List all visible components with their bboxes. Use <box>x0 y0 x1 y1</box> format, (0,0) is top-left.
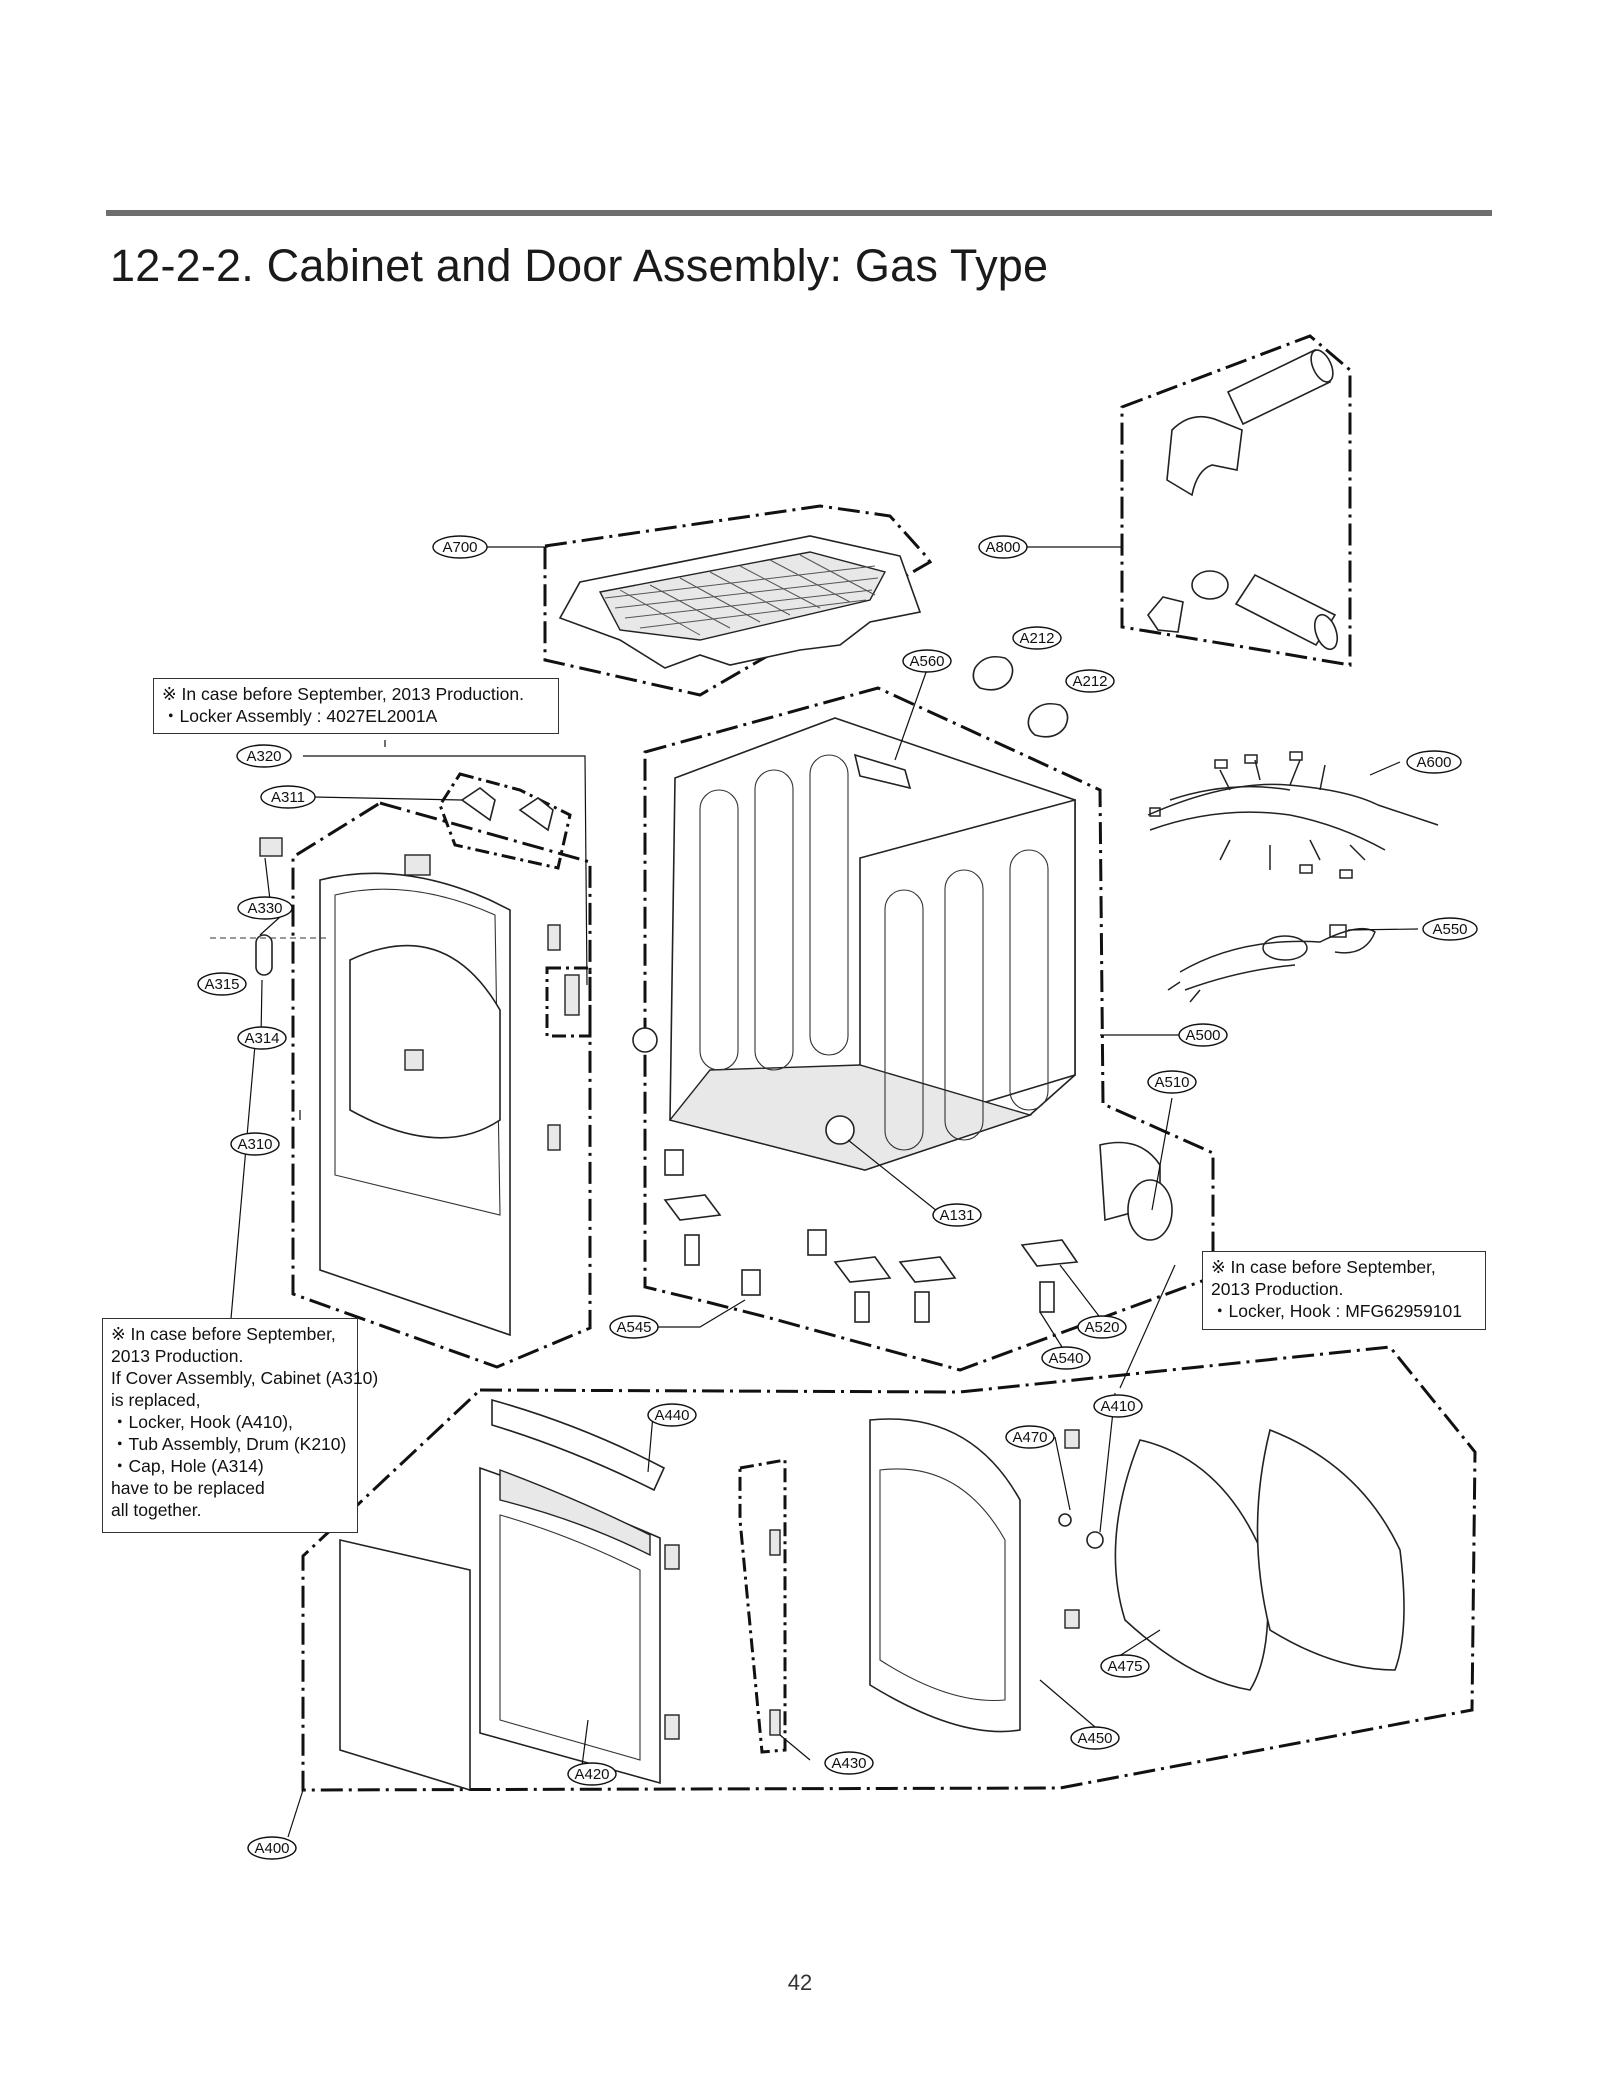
svg-text:A212: A212 <box>1019 630 1054 647</box>
callout-tag-a440: A440 <box>647 1403 697 1427</box>
svg-text:A320: A320 <box>246 748 281 765</box>
callout-tag-a320: A320 <box>236 744 292 768</box>
callout-tag-a410: A410 <box>1093 1394 1143 1418</box>
callout-tag-a311: A311 <box>260 785 316 809</box>
svg-text:A600: A600 <box>1416 754 1451 771</box>
note-line: ・Locker, Hook : MFG62959101 <box>1211 1301 1462 1321</box>
callout-tag-a510: A510 <box>1147 1070 1197 1094</box>
callout-tag-a330: A330 <box>237 896 293 920</box>
front-cabinet-panel <box>210 787 580 1337</box>
note-locker-assembly: ※ In case before September, 2013 Product… <box>153 678 559 734</box>
callout-tag-a700: A700 <box>432 535 488 559</box>
svg-text:A545: A545 <box>616 1319 651 1336</box>
note-line: all together. <box>111 1500 202 1520</box>
callout-tag-a470: A470 <box>1005 1425 1055 1449</box>
leader-lines <box>229 546 1419 1838</box>
top-cover-group-outline <box>543 504 933 697</box>
svg-text:A800: A800 <box>985 539 1020 556</box>
thermistor-parts <box>972 655 1069 738</box>
callout-tag-a131: A131 <box>932 1203 982 1227</box>
note-line: ※ In case before September, <box>111 1324 336 1344</box>
svg-text:A440: A440 <box>654 1407 689 1424</box>
note-line: ・Cap, Hole (A314) <box>111 1456 264 1476</box>
duct-group-outline <box>1120 334 1352 667</box>
note-line: 2013 Production. <box>111 1346 244 1366</box>
svg-text:A450: A450 <box>1077 1730 1112 1747</box>
svg-text:A330: A330 <box>247 900 282 917</box>
callout-tag-a550: A550 <box>1422 917 1478 941</box>
note-line: have to be replaced <box>111 1478 265 1498</box>
callout-tag-a800: A800 <box>978 535 1028 559</box>
note-cover-assembly: ※ In case before September, 2013 Product… <box>102 1318 379 1533</box>
svg-text:A410: A410 <box>1100 1398 1135 1415</box>
top-cover-grille <box>558 535 922 669</box>
note-line: ・Locker Assembly : 4027EL2001A <box>162 706 438 726</box>
callout-tag-a450: A450 <box>1070 1726 1120 1750</box>
svg-text:A212: A212 <box>1072 673 1107 690</box>
svg-text:A400: A400 <box>254 1840 289 1857</box>
callout-tag-a560: A560 <box>902 649 952 673</box>
hinge-group-outline <box>738 1458 787 1754</box>
front-cabinet-group-outline <box>291 801 592 1369</box>
note-line: If Cover Assembly, Cabinet (A310) <box>111 1368 379 1388</box>
note-line: ※ In case before September, 2013 Product… <box>162 684 524 704</box>
svg-text:A430: A430 <box>831 1755 866 1772</box>
callout-tag-a400: A400 <box>247 1836 297 1860</box>
locker-group-outline <box>545 966 592 1038</box>
svg-text:A420: A420 <box>574 1766 609 1783</box>
svg-text:A500: A500 <box>1185 1027 1220 1044</box>
callout-tag-a500: A500 <box>1178 1023 1228 1047</box>
svg-text:A550: A550 <box>1432 921 1467 938</box>
svg-text:A470: A470 <box>1012 1429 1047 1446</box>
leveling-legs <box>632 1027 1173 1323</box>
callout-tag-a310: A310 <box>230 1132 280 1156</box>
svg-text:A131: A131 <box>939 1207 974 1224</box>
callout-tag-a545: A545 <box>609 1315 659 1339</box>
callout-tag-a430: A430 <box>824 1751 874 1775</box>
svg-text:A315: A315 <box>204 976 239 993</box>
note-line: 2013 Production. <box>1211 1279 1344 1299</box>
svg-text:A540: A540 <box>1048 1350 1083 1367</box>
callout-tag-a314: A314 <box>237 1026 287 1050</box>
door-group-outline <box>301 1345 1477 1792</box>
svg-text:A310: A310 <box>237 1136 272 1153</box>
svg-text:A700: A700 <box>442 539 477 556</box>
exhaust-duct-parts <box>1147 348 1339 651</box>
callout-tag-a315: A315 <box>197 972 247 996</box>
page-title: 12-2-2. Cabinet and Door Assembly: Gas T… <box>110 240 1049 291</box>
svg-text:A510: A510 <box>1154 1074 1189 1091</box>
svg-text:A311: A311 <box>271 789 305 806</box>
door-parts <box>339 1398 1405 1792</box>
svg-text:A475: A475 <box>1107 1658 1142 1675</box>
svg-text:A560: A560 <box>909 653 944 670</box>
note-line: is replaced, <box>111 1390 201 1410</box>
callout-tag-a520: A520 <box>1077 1315 1127 1339</box>
bracket-group-outline <box>438 772 572 870</box>
callout-tag-a600: A600 <box>1406 750 1462 774</box>
wire-harness <box>1147 751 1439 1003</box>
svg-text:A314: A314 <box>244 1030 279 1047</box>
callout-tag-a420: A420 <box>567 1762 617 1786</box>
callout-tag-a212-1: A212 <box>1012 626 1062 650</box>
callout-tag-a475: A475 <box>1100 1654 1150 1678</box>
cabinet-body <box>668 717 1076 1171</box>
note-locker-hook: ※ In case before September, 2013 Product… <box>1202 1251 1486 1330</box>
note-line: ・Tub Assembly, Drum (K210) <box>111 1434 347 1454</box>
svg-text:A520: A520 <box>1084 1319 1119 1336</box>
note-line: ※ In case before September, <box>1211 1257 1436 1277</box>
page-number: 42 <box>787 1970 813 1995</box>
callout-tag-a212-2: A212 <box>1065 669 1115 693</box>
header-rule <box>106 210 1492 216</box>
callout-tag-a540: A540 <box>1041 1346 1091 1370</box>
note-line: ・Locker, Hook (A410), <box>111 1412 293 1432</box>
